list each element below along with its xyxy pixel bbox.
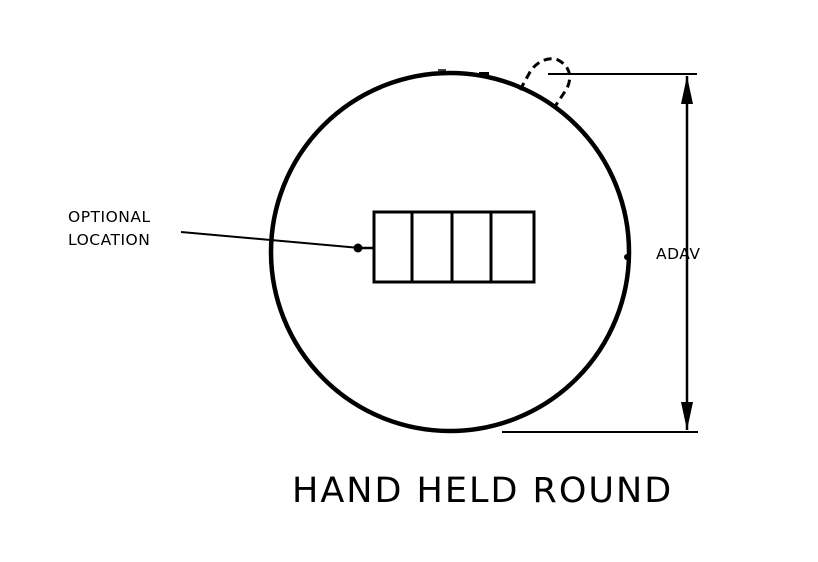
dimension-label: ADAV xyxy=(656,245,700,263)
dashed-handle-loop xyxy=(518,57,572,109)
round-body xyxy=(268,70,632,434)
dimension-arrow-top xyxy=(681,76,693,104)
optional-label-line2: LOCATION xyxy=(68,231,150,249)
dimension-arrow-bottom xyxy=(681,402,693,430)
optional-label-line1: OPTIONAL xyxy=(68,208,151,226)
optional-location-block xyxy=(372,210,536,284)
optional-location-leader xyxy=(180,231,361,249)
diagram-title: HAND HELD ROUND xyxy=(292,471,673,511)
right-edge-dot xyxy=(624,254,630,260)
